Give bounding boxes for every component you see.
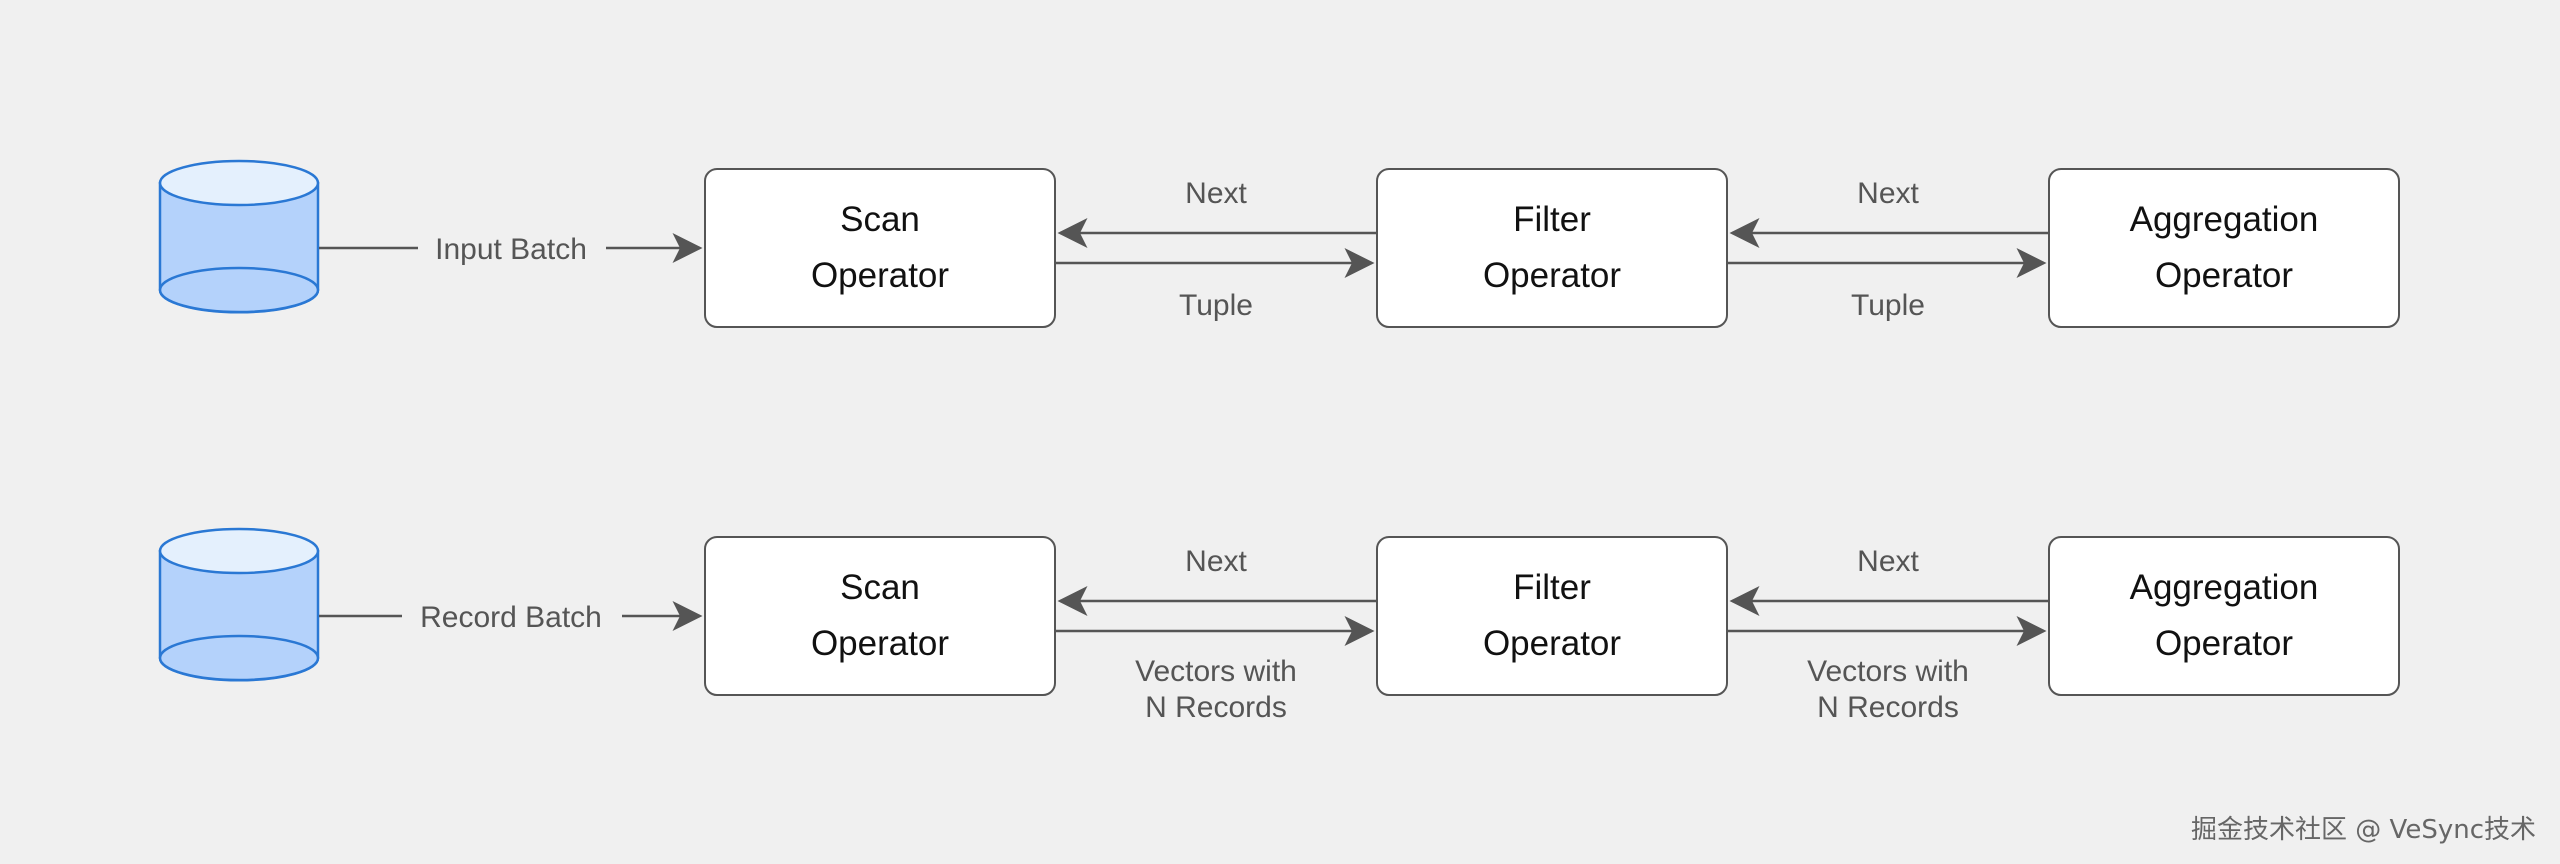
operator-label-line1: Filter	[1513, 200, 1591, 239]
source-label: Record Batch	[420, 601, 602, 634]
filter-operator-node: Filter Operator	[1376, 536, 1728, 696]
operator-label-line2: Operator	[1483, 256, 1621, 295]
operator-label-line1: Scan	[840, 568, 920, 607]
operator-label-line2: Operator	[2155, 624, 2293, 663]
pipeline-vectorized: Record Batch Scan Operator Filter Operat…	[158, 527, 2400, 724]
data-label: Tuple	[1851, 289, 1925, 322]
data-label-line2: N Records	[1817, 691, 1959, 724]
next-label: Next	[1857, 177, 1919, 210]
data-label-line2: N Records	[1145, 691, 1287, 724]
scan-operator-node: Scan Operator	[704, 168, 1056, 328]
pipeline-tuple-at-a-time: Input Batch Scan Operator Filter Operato…	[158, 159, 2400, 328]
operator-label-line2: Operator	[811, 624, 949, 663]
next-label: Next	[1857, 545, 1919, 578]
operator-label-line1: Aggregation	[2130, 568, 2319, 607]
source-label: Input Batch	[435, 233, 587, 266]
next-label: Next	[1185, 177, 1247, 210]
filter-operator-node: Filter Operator	[1376, 168, 1728, 328]
scan-operator-node: Scan Operator	[704, 536, 1056, 696]
aggregation-operator-node: Aggregation Operator	[2048, 168, 2400, 328]
data-label-line1: Vectors with	[1135, 655, 1297, 688]
data-source-cylinder	[158, 527, 320, 682]
next-label: Next	[1185, 545, 1247, 578]
operator-label-line2: Operator	[811, 256, 949, 295]
data-source-cylinder	[158, 159, 320, 314]
aggregation-operator-node: Aggregation Operator	[2048, 536, 2400, 696]
data-label-line1: Vectors with	[1807, 655, 1969, 688]
operator-label-line2: Operator	[1483, 624, 1621, 663]
data-label: Tuple	[1179, 289, 1253, 322]
operator-label-line1: Scan	[840, 200, 920, 239]
operator-label-line1: Aggregation	[2130, 200, 2319, 239]
operator-label-line1: Filter	[1513, 568, 1591, 607]
operator-label-line2: Operator	[2155, 256, 2293, 295]
watermark: 掘金技术社区 @ VeSync技术	[2191, 815, 2536, 845]
